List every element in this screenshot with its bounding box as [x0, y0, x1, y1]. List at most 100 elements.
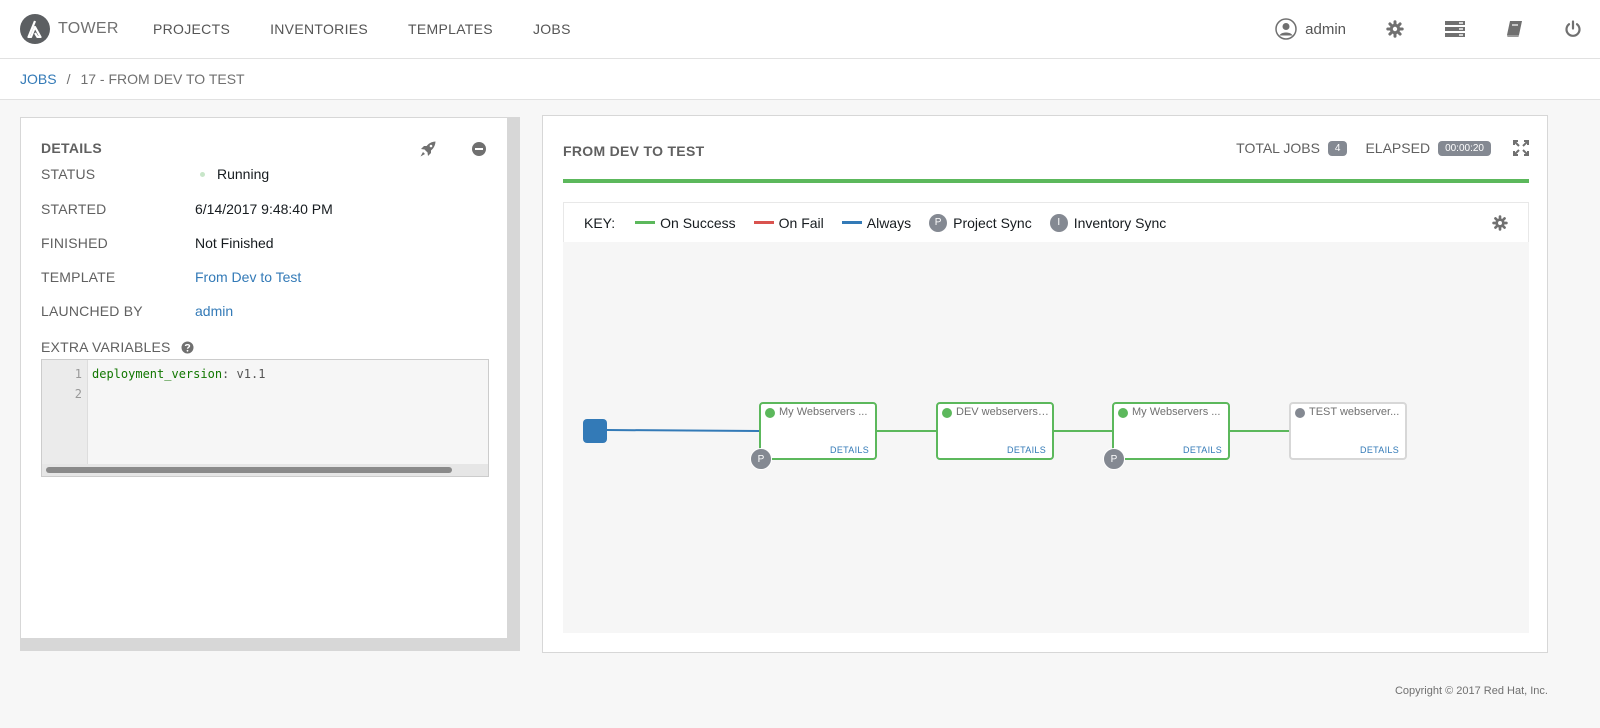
footer-copyright: Copyright © 2017 Red Hat, Inc.: [1394, 685, 1548, 697]
finished-row: FINISHED Not Finished: [41, 235, 501, 251]
elapsed-label: ELAPSED: [1365, 140, 1431, 156]
code-horizontal-scrollbar[interactable]: [42, 464, 488, 476]
node-details-link[interactable]: DETAILS: [1007, 445, 1046, 455]
details-actions: [419, 140, 519, 158]
status-label: STATUS: [41, 166, 96, 182]
key-on-success-label: On Success: [660, 214, 736, 231]
ansible-logo-icon: [20, 14, 50, 44]
key-on-fail-label: On Fail: [778, 214, 824, 231]
key-label: KEY:: [584, 214, 616, 231]
project-sync-badge-icon: P: [750, 448, 772, 470]
breadcrumb-current: 17 - FROM DEV TO TEST: [80, 71, 245, 87]
node-details-link[interactable]: DETAILS: [1360, 445, 1399, 455]
launched-by-link[interactable]: admin: [195, 303, 234, 319]
workflow-key: KEY: On Success On Fail Always P Project…: [563, 202, 1529, 242]
settings-gear-icon[interactable]: [1386, 20, 1404, 38]
node-details-link[interactable]: DETAILS: [1183, 445, 1222, 455]
main-nav: PROJECTS INVENTORIES TEMPLATES JOBS: [133, 0, 591, 58]
key-always: Always: [841, 215, 911, 231]
details-title: DETAILS: [41, 140, 102, 156]
node-details-link[interactable]: DETAILS: [830, 445, 869, 455]
project-sync-icon: P: [929, 213, 948, 232]
line-number: 2: [74, 387, 82, 401]
fail-line-icon: [753, 221, 774, 224]
top-navbar: TOWER PROJECTS INVENTORIES TEMPLATES JOB…: [0, 0, 1600, 59]
server-icon[interactable]: [1444, 20, 1466, 38]
workflow-start-node[interactable]: [583, 419, 607, 443]
total-jobs-badge: 4: [1327, 140, 1348, 156]
success-line-icon: [635, 221, 656, 224]
book-icon[interactable]: [1506, 20, 1524, 38]
key-on-fail: On Fail: [753, 214, 824, 231]
code-key: deployment_version: [92, 367, 223, 381]
brand-name: TOWER: [58, 20, 119, 37]
right-nav: admin: [1275, 0, 1600, 58]
total-jobs-label: TOTAL JOBS: [1236, 140, 1320, 156]
key-on-success: On Success: [635, 214, 736, 231]
node-status-success-icon: [1118, 408, 1128, 418]
key-project-sync: P Project Sync: [929, 213, 1032, 232]
extra-variables-label: EXTRA VARIABLES: [41, 339, 171, 355]
nav-inventories[interactable]: INVENTORIES: [270, 21, 369, 37]
nav-projects[interactable]: PROJECTS: [153, 21, 231, 37]
always-line-icon: [841, 221, 862, 224]
template-label: TEMPLATE: [41, 269, 116, 285]
help-question-icon[interactable]: [181, 341, 194, 354]
cancel-job-icon[interactable]: [471, 141, 487, 157]
launched-by-label: LAUNCHED BY: [41, 303, 143, 319]
node-status-success-icon: [942, 408, 952, 418]
project-sync-badge-icon: P: [1103, 448, 1125, 470]
details-vertical-scrollbar[interactable]: [507, 118, 519, 650]
user-name: admin: [1305, 20, 1346, 38]
key-project-sync-label: Project Sync: [953, 214, 1032, 231]
status-running-icon: [200, 171, 205, 177]
details-horizontal-scrollbar[interactable]: [21, 638, 519, 650]
line-number: 1: [74, 367, 82, 381]
code-value: v1.1: [236, 367, 266, 381]
workflow-title: FROM DEV TO TEST: [563, 143, 705, 159]
workflow-node[interactable]: DEV webservers ... DETAILS: [936, 402, 1054, 460]
user-icon: [1275, 18, 1297, 40]
nav-jobs[interactable]: JOBS: [532, 21, 571, 37]
key-inventory-sync-label: Inventory Sync: [1073, 214, 1167, 231]
node-name: TEST webserver...: [1309, 406, 1400, 418]
node-status-pending-icon: [1295, 408, 1305, 418]
node-status-success-icon: [765, 408, 775, 418]
breadcrumb-jobs-link[interactable]: JOBS: [20, 71, 57, 87]
edge-always: [606, 429, 760, 432]
node-name: DEV webservers ...: [956, 406, 1050, 418]
workflow-progress-bar: [563, 179, 1529, 183]
user-menu[interactable]: admin: [1275, 18, 1346, 40]
power-icon[interactable]: [1564, 20, 1582, 38]
started-value: 6/14/2017 9:48:40 PM: [195, 201, 333, 217]
template-row: TEMPLATE From Dev to Test: [41, 269, 501, 285]
workflow-graph-canvas[interactable]: My Webservers ... DETAILS P DEV webserve…: [563, 242, 1529, 633]
launched-by-row: LAUNCHED BY admin: [41, 303, 501, 319]
started-row: STARTED 6/14/2017 9:48:40 PM: [41, 201, 501, 217]
code-line: deployment_version: v1.1: [92, 367, 265, 381]
node-name: My Webservers ...: [1132, 406, 1221, 418]
workflow-edges: [606, 429, 1289, 432]
code-gutter: [42, 360, 88, 476]
started-label: STARTED: [41, 201, 107, 217]
brand[interactable]: TOWER: [20, 13, 119, 45]
template-link[interactable]: From Dev to Test: [195, 269, 302, 285]
finished-value: Not Finished: [195, 235, 274, 251]
workflow-node[interactable]: My Webservers ... DETAILS P: [1103, 402, 1230, 470]
key-settings-gear-icon[interactable]: [1492, 215, 1508, 231]
workflow-node[interactable]: My Webservers ... DETAILS P: [750, 402, 877, 470]
workflow-node[interactable]: TEST webserver... DETAILS: [1289, 402, 1407, 460]
workflow-stats: TOTAL JOBS 4 ELAPSED 00:00:20: [1236, 140, 1529, 156]
status-row: STATUS Running: [41, 166, 501, 182]
nav-templates[interactable]: TEMPLATES: [408, 21, 493, 37]
elapsed-badge: 00:00:20: [1438, 140, 1491, 156]
expand-fullscreen-icon[interactable]: [1513, 140, 1529, 156]
breadcrumb: JOBS / 17 - FROM DEV TO TEST: [0, 59, 1600, 100]
node-name: My Webservers ...: [779, 406, 868, 418]
code-scroll-thumb[interactable]: [46, 467, 452, 473]
extra-variables-header: EXTRA VARIABLES: [41, 339, 194, 355]
relaunch-rocket-icon[interactable]: [419, 140, 437, 158]
workflow-panel: FROM DEV TO TEST TOTAL JOBS 4 ELAPSED 00…: [542, 115, 1548, 653]
extra-variables-editor[interactable]: 1 2 deployment_version: v1.1: [41, 359, 489, 477]
breadcrumb-separator: /: [66, 71, 71, 87]
